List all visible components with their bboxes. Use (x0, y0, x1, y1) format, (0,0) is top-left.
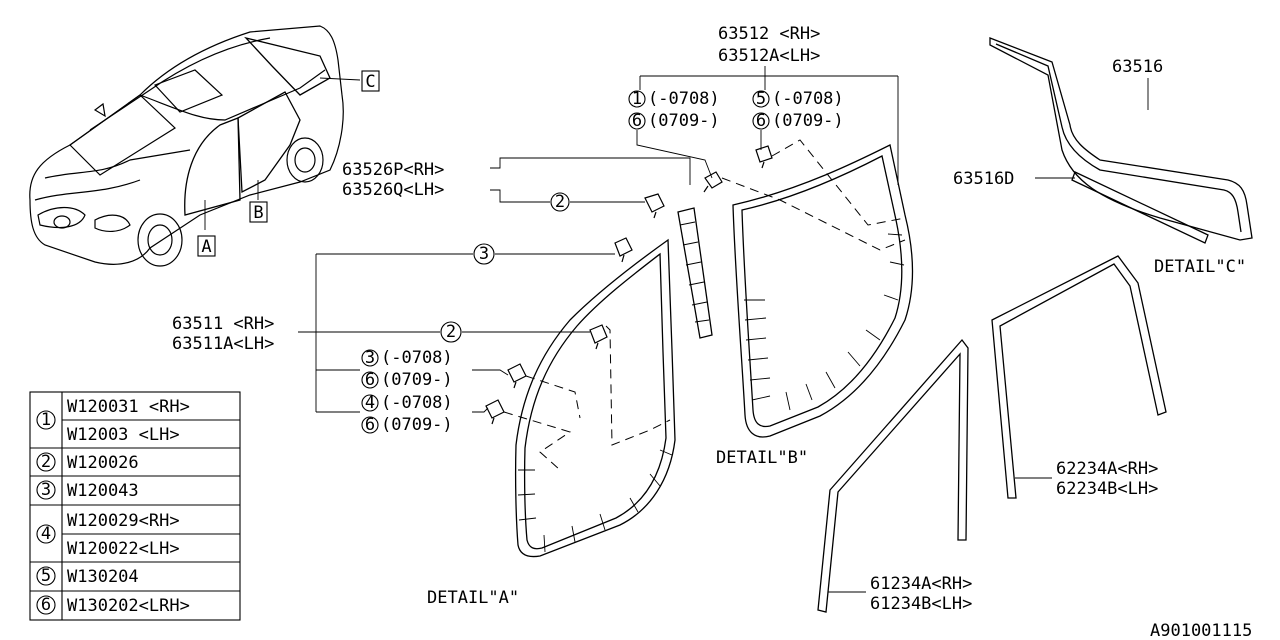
front-channel-group: 61234A<RH> 61234B<LH> (817, 338, 972, 614)
detail-a-clip-code-4: 4 (365, 393, 375, 413)
marker-b-box (249, 201, 268, 223)
detail-b-part-rh: 63512 <RH> (718, 24, 820, 44)
marker-a-box (197, 235, 216, 257)
marker-b: B (253, 203, 263, 223)
pillar-part-lh: 63526Q<LH> (342, 180, 444, 200)
clip-code-5: 5 (756, 89, 766, 109)
front-channel-part-rh: 61234A<RH> (870, 574, 972, 594)
detail-a-part-lh: 63511A<LH> (172, 334, 274, 354)
detail-a-clip-6b-range: (0709-) (381, 415, 453, 435)
detail-b-part-lh: 63512A<LH> (718, 46, 820, 66)
pillar-part-rh: 63526P<RH> (342, 160, 444, 180)
legend-4-row-2: W120022<LH> (67, 539, 180, 559)
detail-c-part-sub: 63516D (953, 169, 1014, 189)
diagram-id: A901001115 (1150, 621, 1252, 640)
legend-1-row-2: W12003 <LH> (67, 425, 180, 445)
detail-b-caption: DETAIL"B" (716, 448, 808, 468)
detail-a-caption: DETAIL"A" (427, 588, 519, 608)
detail-a-clip-4-range: (-0708) (381, 393, 453, 413)
detail-a-clip-code-6a: 6 (365, 370, 375, 390)
vehicle-overview: A B C (29, 25, 380, 267)
legend-2-row-1: W120026 (67, 453, 139, 473)
clip-code-circle (628, 90, 646, 108)
clip-code-6a: 6 (632, 111, 642, 131)
legend-5-row-1: W130204 (67, 567, 139, 587)
pillar-group: 63526P<RH> 63526Q<LH> 2 (342, 157, 713, 339)
detail-c-group: 63516 63516D DETAIL"C" (953, 37, 1253, 277)
rear-channel-part-rh: 62234A<RH> (1056, 459, 1158, 479)
detail-a-clip-code-3: 3 (479, 244, 489, 264)
clip-6b-range: (0709-) (772, 111, 844, 131)
detail-b-group: 63512 <RH> 63512A<LH> 1 (-0708) 5 (-0708… (628, 24, 914, 468)
clip-5-range: (-0708) (772, 89, 844, 109)
clip-6a-range: (0709-) (648, 111, 720, 131)
pillar-clip-code: 2 (555, 192, 565, 212)
legend-code-1: 1 (41, 410, 51, 430)
detail-a-clip-code-2: 2 (446, 322, 456, 342)
legend-code-2: 2 (41, 452, 51, 472)
detail-c-part-main: 63516 (1112, 57, 1163, 77)
clip-code-6b: 6 (756, 111, 766, 131)
legend-table: 1 W120031 <RH> W12003 <LH> 2 W120026 3 W… (29, 391, 241, 621)
detail-a-clip-3b-range: (-0708) (381, 348, 453, 368)
detail-a-clip-code-3b: 3 (365, 348, 375, 368)
marker-c-box (361, 70, 380, 92)
clip-1-range: (-0708) (648, 89, 720, 109)
rear-channel-group: 62234A<RH> 62234B<LH> (991, 255, 1167, 499)
legend-6-row-1: W130202<LRH> (67, 596, 190, 616)
marker-c: C (365, 72, 375, 92)
legend-4-row-1: W120029<RH> (67, 511, 180, 531)
legend-1-row-1: W120031 <RH> (67, 397, 190, 417)
detail-a-group: 3 63511 <RH> 63511A<LH> 2 3 (-0708) 6 (0… (172, 237, 676, 608)
marker-a: A (201, 237, 211, 257)
detail-a-clip-code-6b: 6 (365, 415, 375, 435)
detail-a-clip-6a-range: (0709-) (381, 370, 453, 390)
legend-code-6: 6 (41, 595, 51, 615)
legend-code-4: 4 (41, 524, 51, 544)
legend-code-3: 3 (41, 480, 51, 500)
legend-3-row-1: W120043 (67, 481, 139, 501)
front-channel-part-lh: 61234B<LH> (870, 594, 972, 614)
clip-code-1: 1 (632, 89, 642, 109)
detail-c-caption: DETAIL"C" (1154, 257, 1246, 277)
detail-a-part-rh: 63511 <RH> (172, 314, 274, 334)
legend-code-5: 5 (41, 566, 51, 586)
rear-channel-part-lh: 62234B<LH> (1056, 479, 1158, 499)
